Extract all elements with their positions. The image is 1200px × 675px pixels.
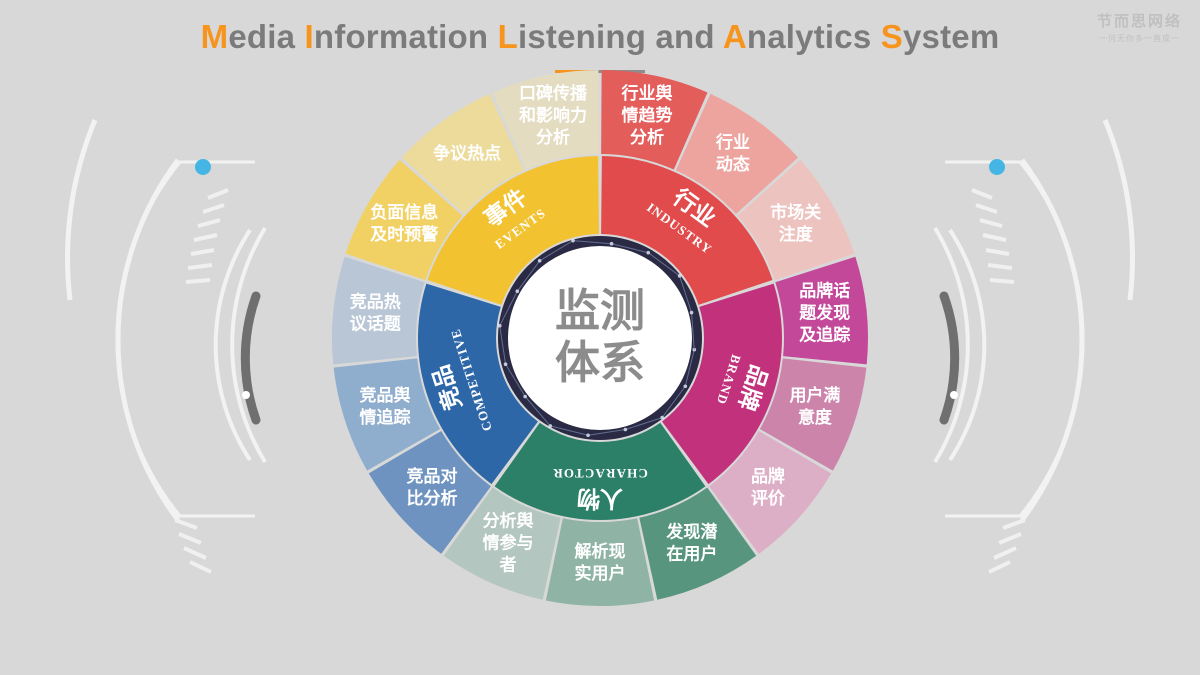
outer-segment-label-charactor-3: 分析舆情参与者 bbox=[483, 511, 534, 575]
decoration-left bbox=[65, 119, 267, 574]
title-capital: L bbox=[497, 18, 518, 55]
outer-segment-label-competitive-2: 竞品舆情追踪 bbox=[360, 385, 411, 427]
deco-arc-dark bbox=[939, 291, 960, 425]
outer-segment-label-events-3: 口碑传播和影响力分析 bbox=[519, 83, 588, 147]
title-capital: M bbox=[200, 18, 229, 55]
deco-arc-dark bbox=[240, 291, 261, 425]
outer-segment-events-1[interactable] bbox=[345, 159, 463, 281]
deco-arc-mid-a bbox=[213, 228, 252, 462]
title-capital: A bbox=[722, 18, 747, 55]
outer-segment-charactor-3[interactable] bbox=[443, 487, 561, 600]
inner-ring[interactable]: 行业INDUSTRY品牌BRAND人物CHARACTOR竞品COMPETITIV… bbox=[418, 156, 783, 520]
brand-logo-tagline: 一何无你多一直成一 bbox=[1098, 34, 1180, 43]
hub-title: 监测体系 bbox=[555, 285, 645, 388]
deco-dot-white bbox=[242, 391, 250, 399]
deco-dot-white bbox=[950, 391, 958, 399]
deco-ticks-bottom bbox=[988, 518, 1026, 574]
deco-arc-far-top bbox=[1102, 119, 1135, 301]
page-title: Media Information Listening and Analytic… bbox=[0, 18, 1200, 56]
deco-arc-mid-b bbox=[230, 226, 267, 464]
deco-dot-cyan bbox=[195, 159, 211, 175]
title-capital: S bbox=[880, 18, 903, 55]
outer-segment-competitive-1[interactable] bbox=[368, 430, 491, 554]
decoration-right bbox=[933, 119, 1135, 574]
hub-circle bbox=[508, 246, 692, 430]
title-capital: I bbox=[304, 18, 314, 55]
outer-segment-competitive-2[interactable] bbox=[333, 358, 441, 471]
outer-segment-brand-2[interactable] bbox=[759, 358, 867, 471]
outer-segment-events-2[interactable] bbox=[401, 93, 525, 215]
outer-segment-label-charactor-2: 解析现实用户 bbox=[575, 541, 626, 583]
outer-segment-label-brand-1: 品牌话题发现及追踪 bbox=[799, 281, 850, 345]
title-fragment: edia bbox=[228, 18, 305, 55]
outer-segment-label-events-2: 争议热点 bbox=[433, 144, 501, 164]
outer-segment-brand-1[interactable] bbox=[775, 256, 868, 365]
outer-segment-industry-3[interactable] bbox=[737, 159, 855, 281]
outer-segment-events-3[interactable] bbox=[492, 70, 599, 170]
title-fragment: nformation bbox=[313, 18, 498, 55]
outer-segment-label-competitive-1: 竞品对比分析 bbox=[407, 467, 458, 509]
page-title-text: Media Information Listening and Analytic… bbox=[0, 18, 1200, 56]
outer-segment-industry-2[interactable] bbox=[675, 93, 799, 215]
inner-segment-industry[interactable] bbox=[601, 156, 773, 305]
inner-segment-competitive[interactable] bbox=[418, 283, 538, 485]
outer-segment-label-events-1: 负面信息及时预警 bbox=[370, 202, 438, 244]
inner-segment-charactor[interactable] bbox=[494, 422, 706, 520]
deco-arc-far-top bbox=[65, 119, 98, 301]
outer-segment-industry-1[interactable] bbox=[601, 70, 708, 170]
deco-bracket bbox=[115, 160, 255, 518]
deco-ticks-top bbox=[185, 188, 229, 284]
brand-logo: 节而思网络 一何无你多一直成一 bbox=[1097, 10, 1182, 44]
outer-segment-charactor-1[interactable] bbox=[639, 487, 757, 600]
inner-segment-en-charactor: CHARACTOR bbox=[552, 466, 648, 481]
outer-segment-label-charactor-1: 发现潜在用户 bbox=[665, 522, 718, 564]
deco-bracket bbox=[945, 160, 1085, 518]
deco-ticks-top bbox=[971, 188, 1015, 284]
inner-segment-events[interactable] bbox=[427, 156, 599, 305]
outer-segment-label-brand-3: 品牌评价 bbox=[751, 467, 786, 509]
outer-segment-label-industry-3: 市场关注度 bbox=[770, 202, 821, 244]
deco-ticks-bottom bbox=[174, 518, 212, 574]
monitoring-wheel[interactable]: 行业舆情趋势分析行业动态市场关注度品牌话题发现及追踪用户满意度品牌评价发现潜在用… bbox=[262, 70, 938, 615]
brand-logo-name: 节而思网络 bbox=[1096, 13, 1182, 30]
outer-segment-label-brand-2: 用户满意度 bbox=[789, 385, 840, 427]
title-fragment: istening and bbox=[517, 18, 723, 55]
outer-ring[interactable]: 行业舆情趋势分析行业动态市场关注度品牌话题发现及追踪用户满意度品牌评价发现潜在用… bbox=[332, 70, 868, 606]
deco-arc-mid-a bbox=[948, 228, 987, 462]
hub-constellation bbox=[497, 238, 697, 438]
inner-segment-labels-charactor: 人物 CHARACTOR bbox=[552, 466, 648, 512]
deco-dot-cyan bbox=[989, 159, 1005, 175]
outer-segment-brand-3[interactable] bbox=[709, 430, 832, 554]
outer-segment-competitive-3[interactable] bbox=[332, 256, 425, 365]
inner-segment-brand[interactable] bbox=[662, 283, 783, 485]
outer-segment-label-industry-1: 行业舆情趋势分析 bbox=[620, 83, 672, 147]
hub[interactable]: 监测体系 bbox=[497, 236, 702, 440]
outer-segment-label-industry-2: 行业动态 bbox=[715, 133, 750, 175]
outer-segment-label-competitive-3: 竞品热议话题 bbox=[350, 292, 402, 334]
title-fragment: nalytics bbox=[746, 18, 881, 55]
outer-segment-charactor-2[interactable] bbox=[545, 518, 655, 606]
title-fragment: ystem bbox=[902, 18, 1000, 55]
inner-segment-cn-charactor: 人物 bbox=[577, 486, 623, 512]
deco-arc-mid-b bbox=[933, 226, 970, 464]
